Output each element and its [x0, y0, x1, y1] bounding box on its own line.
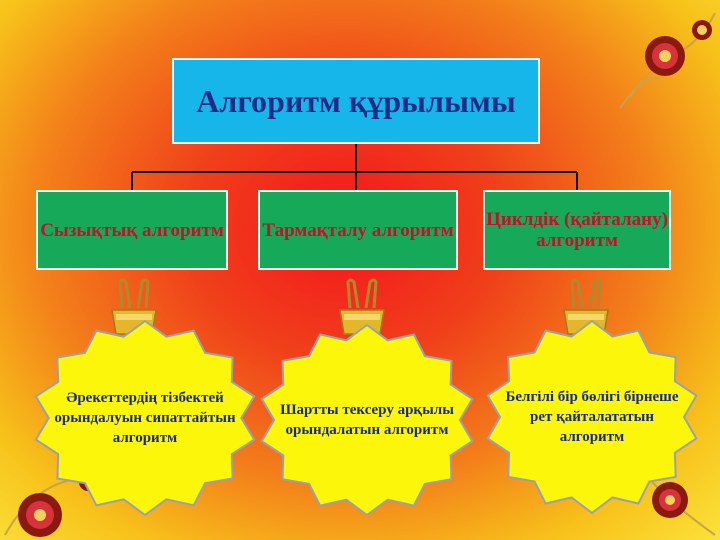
binder-clip-icon — [339, 278, 385, 335]
branch-label-linear: Сызықтық алгоритм — [40, 219, 224, 241]
star-burst — [260, 323, 474, 517]
branch-node-cyclic: Циклдік (қайталану) алгоритм — [483, 190, 671, 270]
branch-label-branching: Тармақталу алгоритм — [262, 219, 454, 241]
description-star-cyclic: Белгілі бір бөлігі бірнеше рет қайталата… — [482, 318, 702, 516]
description-star-branching: Шартты тексеру арқылы орындалатын алгори… — [256, 322, 478, 518]
star-burst — [34, 319, 256, 517]
description-star-linear: Әрекеттердің тізбектей орындалуын сипатт… — [30, 318, 260, 518]
root-node: Алгоритм құрылымы — [172, 58, 540, 144]
flower-ornament-bottom-right — [619, 439, 716, 536]
flower-ornament-top-right — [619, 12, 716, 109]
description-cyclic: Белгілі бір бөлігі бірнеше рет қайталата… — [505, 389, 679, 445]
star-shape — [34, 319, 256, 517]
branch-node-linear: Сызықтық алгоритм — [36, 190, 228, 270]
root-title: Алгоритм құрылымы — [196, 83, 516, 119]
star-shape — [486, 319, 698, 515]
description-linear: Әрекеттердің тізбектей орындалуын сипатт… — [54, 390, 236, 446]
description-branching: Шартты тексеру арқылы орындалатын алгори… — [280, 402, 454, 438]
star-burst — [486, 319, 698, 515]
star-shape — [260, 323, 474, 517]
branch-label-cyclic: Циклдік (қайталану) алгоритм — [486, 209, 668, 251]
branch-node-branching: Тармақталу алгоритм — [258, 190, 458, 270]
